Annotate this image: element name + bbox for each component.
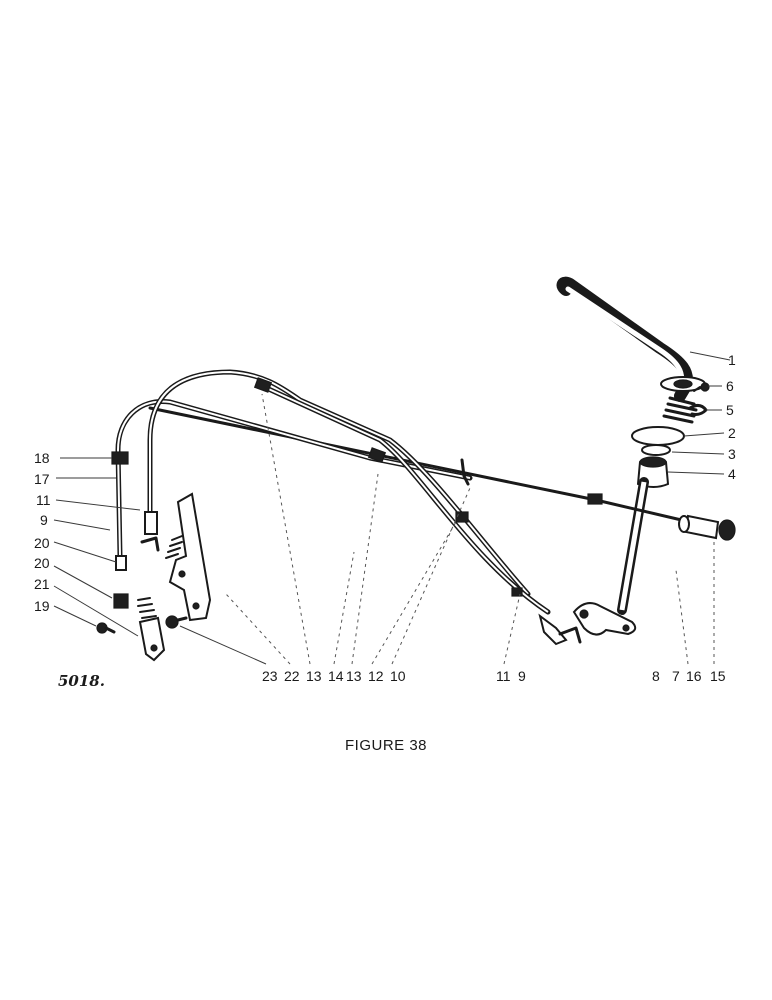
lever-spring <box>662 396 698 424</box>
base-bracket <box>572 602 637 636</box>
callout-12: 12 <box>368 668 384 684</box>
callout-8: 8 <box>652 668 660 684</box>
bolt-19 <box>96 622 116 634</box>
callout-3: 3 <box>728 446 736 462</box>
callout-20-lower: 20 <box>34 555 50 571</box>
washer-dome <box>631 426 685 456</box>
callout-18: 18 <box>34 450 50 466</box>
second-arched-cable <box>147 369 531 597</box>
lower-bracket-21 <box>138 616 166 662</box>
callout-4: 4 <box>728 466 736 482</box>
callout-7: 7 <box>672 668 680 684</box>
cable-end-fittings-left <box>113 511 160 609</box>
callout-22: 22 <box>284 668 300 684</box>
callout-9-bottom: 9 <box>518 668 526 684</box>
callout-16: 16 <box>686 668 702 684</box>
plate-number: 5018. <box>58 672 105 690</box>
figure-caption: FIGURE 38 <box>345 737 427 754</box>
callout-13-a: 13 <box>306 668 322 684</box>
callout-11-bottom: 11 <box>496 668 511 684</box>
callout-17: 17 <box>34 471 50 487</box>
cable-end-fittings-right <box>511 493 603 646</box>
small-bolt-6 <box>693 382 710 392</box>
callout-14: 14 <box>328 668 344 684</box>
cable-clip-18 <box>111 451 129 465</box>
callout-19: 19 <box>34 598 50 614</box>
callout-2: 2 <box>728 425 736 441</box>
callout-5: 5 <box>726 402 734 418</box>
pedal-plate <box>168 492 212 622</box>
cable-ferrule-top <box>253 377 273 393</box>
callout-9-left: 9 <box>40 512 48 528</box>
cable-clamp-mid <box>367 447 470 523</box>
rod-end-knob <box>678 514 736 541</box>
bolt-22 <box>165 615 188 629</box>
return-springs <box>137 535 183 619</box>
callout-10: 10 <box>390 668 406 684</box>
callout-1: 1 <box>728 352 736 368</box>
callout-21: 21 <box>34 576 50 592</box>
selector-shaft <box>617 477 649 615</box>
third-cable <box>259 383 551 615</box>
callout-23: 23 <box>262 668 278 684</box>
callout-20-upper: 20 <box>34 535 50 551</box>
callout-13-b: 13 <box>346 668 362 684</box>
leader-lines <box>53 351 731 665</box>
callout-6: 6 <box>726 378 734 394</box>
callout-11-left: 11 <box>36 492 51 508</box>
upper-arched-cable <box>115 399 473 559</box>
callout-15: 15 <box>710 668 726 684</box>
